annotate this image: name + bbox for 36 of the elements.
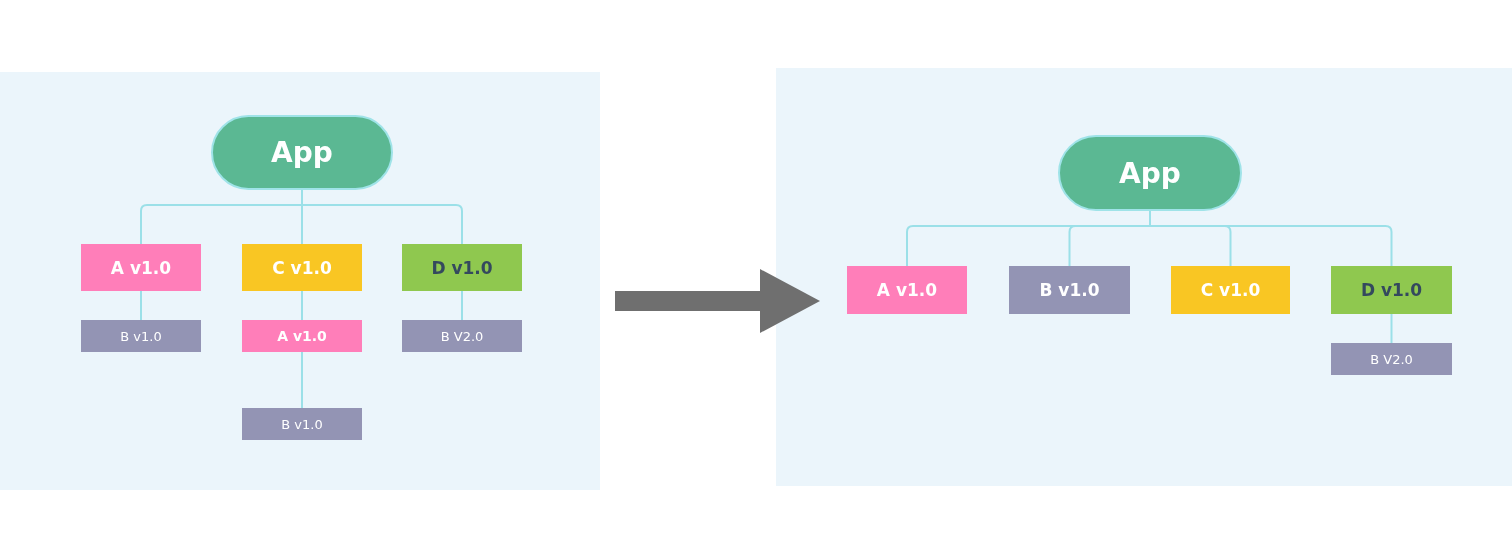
version-box xyxy=(242,320,362,352)
version-box xyxy=(1331,343,1452,375)
version-box xyxy=(81,320,201,352)
version-box xyxy=(242,244,362,291)
version-box xyxy=(1171,266,1290,314)
node-label: B v1.0 xyxy=(281,416,323,432)
node-label: B v1.0 xyxy=(120,328,162,344)
version-box xyxy=(1009,266,1130,314)
connector-line xyxy=(301,290,303,321)
panel-background xyxy=(776,68,1512,486)
node-label: App xyxy=(271,136,333,169)
connector-line xyxy=(1390,313,1393,344)
node-label: A v1.0 xyxy=(277,328,327,344)
version-box xyxy=(81,244,201,291)
node-label: B v1.0 xyxy=(1039,280,1100,300)
node-label: A v1.0 xyxy=(110,257,172,278)
connector-line xyxy=(140,290,142,321)
node-label: App xyxy=(1119,156,1181,190)
version-box xyxy=(402,244,522,291)
node-label: B V2.0 xyxy=(440,328,484,344)
node-label: D v1.0 xyxy=(431,257,493,278)
connector-line xyxy=(1149,210,1393,267)
node-label: B V2.0 xyxy=(1370,351,1413,367)
node-label: C v1.0 xyxy=(272,257,332,278)
version-box xyxy=(847,266,967,314)
version-box xyxy=(1331,266,1452,314)
connector-line xyxy=(301,189,463,245)
version-box xyxy=(242,408,362,440)
connector-line xyxy=(301,351,303,409)
panel-background xyxy=(0,72,600,490)
node-label: C v1.0 xyxy=(1200,280,1261,300)
connector-line xyxy=(461,290,463,321)
arrow xyxy=(615,269,820,333)
version-box xyxy=(402,320,522,352)
node-label: D v1.0 xyxy=(1360,280,1423,300)
node-label: A v1.0 xyxy=(876,280,938,300)
